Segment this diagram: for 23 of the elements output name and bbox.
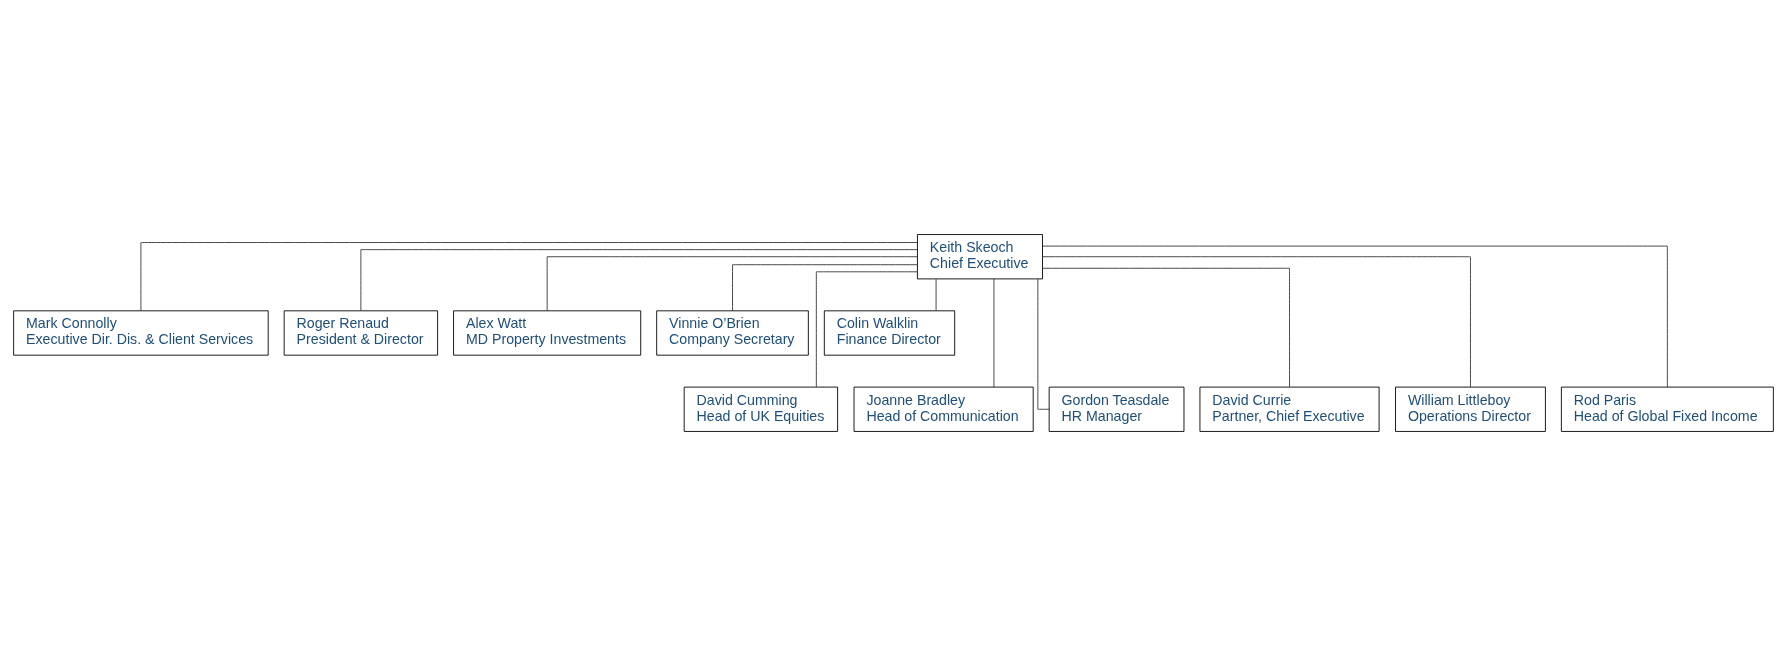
connector <box>935 278 937 312</box>
node-box: David Cumming Head of UK Equities <box>683 386 839 432</box>
node-box: Gordon Teasdale HR Manager <box>1048 386 1185 432</box>
connector <box>993 278 995 388</box>
node-box: Roger Renaud President & Director <box>283 310 439 356</box>
node-box: William Littleboy Operations Director <box>1395 386 1546 432</box>
node-box: Colin Walklin Finance Director <box>823 310 956 356</box>
node-box: Keith Skeoch Chief Executive <box>917 234 1043 280</box>
connector <box>815 271 918 388</box>
node-box: David Currie Partner, Chief Executive <box>1199 386 1380 432</box>
connector <box>546 256 918 311</box>
node-box: Joanne Bradley Head of Communication <box>853 386 1034 432</box>
connector <box>732 264 918 312</box>
connector <box>140 242 918 312</box>
connector <box>360 249 918 312</box>
node-box: Mark Connolly Executive Dir. Dis. & Client Services <box>13 310 269 356</box>
node-box: Alex Watt MD Property Investments <box>453 310 642 356</box>
connector <box>1042 267 1290 388</box>
node-box: Rod Paris Head of Global Fixed Income <box>1560 386 1774 432</box>
connector <box>1042 245 1668 388</box>
connector <box>1037 278 1050 410</box>
connector <box>1042 256 1471 388</box>
node-box: Vinnie O’Brien Company Secretary <box>656 310 809 356</box>
